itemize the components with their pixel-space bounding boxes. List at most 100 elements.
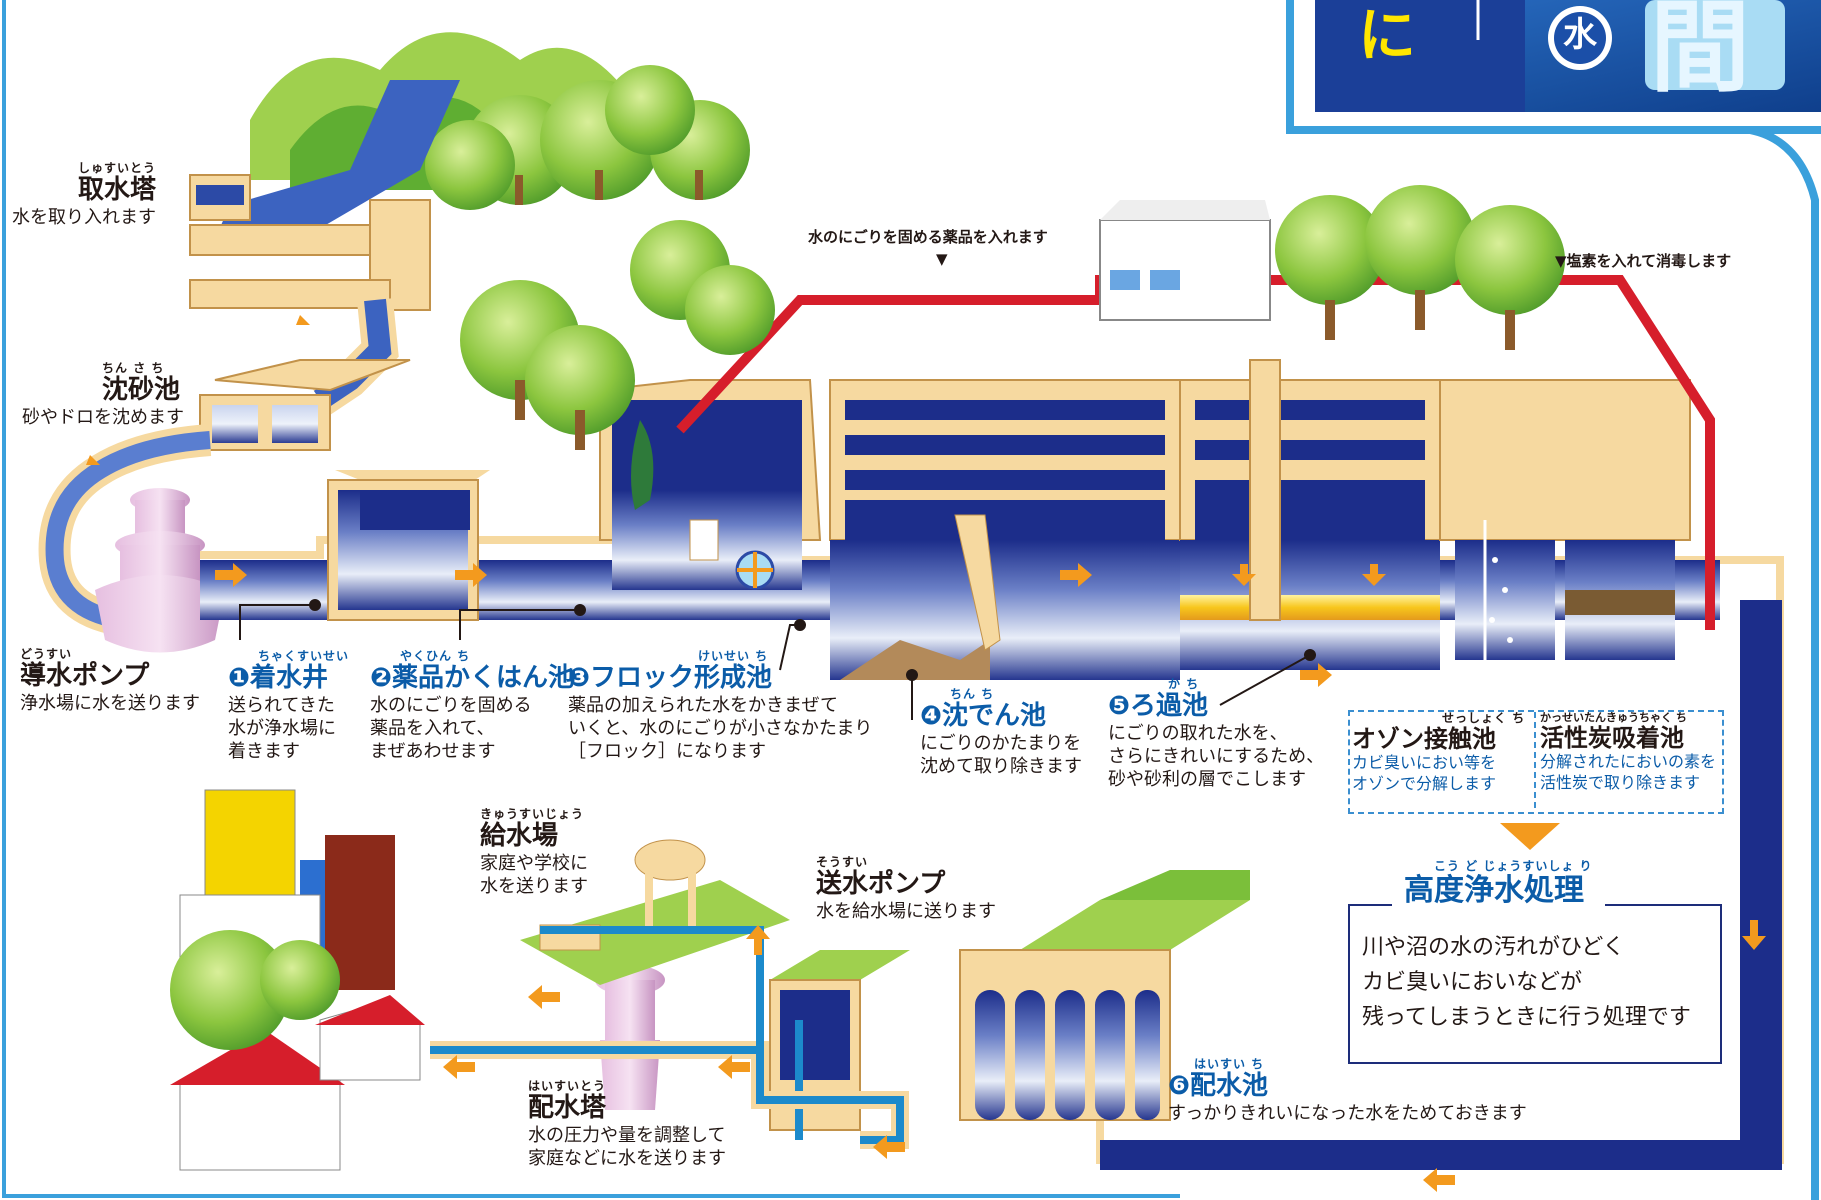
filtration-desc-3: 砂や砂利の層でこします — [1108, 769, 1306, 791]
grit-chamber-structure — [199, 359, 411, 451]
advanced-box-divider — [1534, 712, 1536, 808]
activated-carbon-desc-2: 活性炭で取り除きます — [1540, 773, 1701, 793]
activated-carbon-title: 活性炭吸着池 — [1540, 723, 1684, 752]
filtration-basin-structure — [1179, 359, 1441, 670]
intake-pump-ruby: どうすい — [20, 647, 73, 661]
plant-trees — [460, 185, 1565, 450]
distribution-reservoir-desc: すっかりきれいになった水をためておきます — [1168, 1102, 1527, 1124]
floc-basin-ruby: けいせい ち — [698, 649, 769, 663]
pointer-lines — [239, 599, 1316, 720]
floc-basin-desc-3: ［フロック］になります — [568, 741, 766, 763]
advanced-treatment-desc-2: カビ臭いにおいなどが — [1362, 970, 1583, 996]
floc-basin-label: けいせい ち ❸フロック形成池 薬品の加えられた水をかきまぜて いくと、水のにご… — [568, 649, 873, 764]
advanced-treatment-label: こう ど じょうすいしょ り 高度浄水処理 — [1392, 859, 1605, 909]
floc-basin-structure — [599, 379, 822, 590]
intake-pump-desc: 浄水場に水を送ります — [20, 692, 200, 714]
distribution-tower-title: 配水塔 — [528, 1092, 607, 1123]
chlorine-note: ▼塩素を入れて消毒します — [1555, 252, 1732, 270]
advanced-processes-box — [1348, 710, 1724, 814]
distribution-tower-desc-1: 水の圧力や量を調整して — [528, 1124, 726, 1146]
intake-tower-desc: 水を取り入れます — [12, 206, 156, 228]
distribution-reservoir-structure — [959, 870, 1250, 1121]
city-buildings — [170, 789, 425, 1171]
filtration-label: か ち ❺ろ過池 にごりの取れた水を、 さらにきれいにするため、 砂や砂利の層で… — [1108, 677, 1325, 792]
activated-carbon-label: かっせいたんきゅうちゃく ち 活性炭吸着池 分解されたにおいの素を 活性炭で取り… — [1540, 711, 1717, 794]
grit-chamber-label: ちん さ ち 沈砂池 砂やドロを沈めます — [22, 361, 184, 429]
coagulant-note-arrow: ▼ — [936, 250, 948, 268]
grit-chamber-desc: 砂やドロを沈めます — [22, 406, 184, 428]
floc-basin-desc-1: 薬品の加えられた水をかきまぜて — [568, 694, 838, 716]
activated-carbon-ruby: かっせいたんきゅうちゃく ち — [1540, 711, 1687, 724]
flow-arrows — [86, 315, 1766, 1192]
sedimentation-desc-1: にごりのかたまりを — [920, 732, 1082, 754]
ozone-title: オゾン接触池 — [1352, 724, 1496, 753]
sedimentation-ruby: ちん ち — [950, 687, 995, 701]
header-char-right: 間 — [1650, 0, 1750, 106]
advanced-treatment-desc-1: 川や沼の水の汚れがひどく — [1362, 935, 1625, 960]
filtration-title: ❺ろ過池 — [1108, 690, 1209, 721]
filtration-ruby: か ち — [1168, 677, 1200, 691]
advanced-treatment-desc-3: 残ってしまうときに行う処理です — [1362, 1005, 1691, 1031]
grit-chamber-ruby: ちん さ ち — [102, 361, 165, 375]
distribution-reservoir-label: はいすい ち ❻配水池 すっかりきれいになった水をためておきます — [1168, 1057, 1527, 1125]
supply-station-desc-2: 水を送ります — [480, 876, 588, 898]
distribution-reservoir-title: ❻配水池 — [1168, 1070, 1269, 1101]
advanced-treatment-ruby: こう ど じょうすいしょ り — [1434, 859, 1593, 873]
header-panel — [1315, 0, 1821, 112]
intake-tower-title: 取水塔 — [78, 174, 157, 205]
ozone-ruby: せっしょく ち — [1442, 711, 1526, 725]
supply-station-ruby: きゅうすいじょう — [480, 807, 585, 821]
filtration-desc-2: さらにきれいにするため、 — [1108, 746, 1325, 768]
receiving-well-desc-1: 送られてきた — [228, 694, 335, 716]
mixing-basin-desc-2: 薬品を入れて、 — [370, 718, 495, 740]
transmission-pump-label: そうすい 送水ポンプ 水を給水場に送ります — [816, 855, 996, 923]
control-building — [1099, 200, 1271, 321]
ozone-label: せっしょく ち オゾン接触池 カビ臭いにおい等を オゾンで分解します — [1352, 711, 1526, 795]
header-char-left: に — [1358, 1, 1417, 69]
intake-hills — [250, 32, 750, 210]
supply-station-title: 給水場 — [480, 820, 559, 851]
intake-pump-label: どうすい 導水ポンプ 浄水場に水を送ります — [20, 647, 200, 715]
header-char-circle: 水 — [1563, 15, 1597, 55]
mixing-basin-label: やくひん ち ❷薬品かくはん池 水のにごりを固める 薬品を入れて、 まぜあわせま… — [370, 649, 575, 764]
receiving-well-label: ちゃくすいせい ❶着水井 送られてきた 水が浄水場に 着きます — [228, 649, 349, 764]
supply-station-desc-1: 家庭や学校に — [480, 852, 588, 874]
mixing-basin-title: ❷薬品かくはん池 — [370, 662, 575, 693]
distribution-tower-ruby: はいすいとう — [528, 1079, 607, 1093]
grit-chamber-title: 沈砂池 — [102, 374, 181, 405]
intake-tower-label: しゅすいとう 取水塔 水を取り入れます — [12, 161, 157, 229]
supply-station-label: きゅうすいじょう 給水場 家庭や学校に 水を送ります — [480, 807, 588, 898]
mixing-basin-ruby: やくひん ち — [400, 649, 471, 663]
distribution-reservoir-ruby: はいすい ち — [1194, 1057, 1265, 1071]
distribution-tower-label: はいすいとう 配水塔 水の圧力や量を調整して 家庭などに水を送ります — [528, 1079, 726, 1170]
sedimentation-label: ちん ち ❹沈でん池 にごりのかたまりを 沈めて取り除きます — [920, 687, 1082, 778]
ozone-desc-2: オゾンで分解します — [1352, 774, 1497, 794]
receiving-well-structure — [327, 470, 490, 621]
mixing-basin-desc-3: まぜあわせます — [370, 741, 496, 763]
transmission-pump-ruby: そうすい — [816, 855, 869, 869]
intake-tower-ruby: しゅすいとう — [78, 161, 157, 175]
sedimentation-basin-structure — [829, 379, 1181, 680]
intake-pump-title: 導水ポンプ — [20, 660, 150, 691]
advanced-treatment-desc: 川や沼の水の汚れがひどく カビ臭いにおいなどが 残ってしまうときに行う処理です — [1362, 930, 1691, 1036]
advanced-treatment-title: 高度浄水処理 — [1404, 872, 1584, 908]
transmission-pump-title: 送水ポンプ — [816, 868, 946, 899]
floc-basin-desc-2: いくと、水のにごりが小さなかたまり — [568, 718, 873, 740]
activated-carbon-desc-1: 分解されたにおいの素を — [1540, 752, 1717, 772]
intake-pump-structure — [95, 488, 225, 653]
ozone-desc-1: カビ臭いにおい等を — [1352, 753, 1497, 773]
distribution-tower-desc-2: 家庭などに水を送ります — [528, 1148, 726, 1170]
transmission-pump-desc: 水を給水場に送ります — [816, 900, 996, 922]
advanced-arrow — [1500, 823, 1560, 850]
receiving-well-desc-2: 水が浄水場に — [228, 718, 336, 740]
filtration-desc-1: にごりの取れた水を、 — [1108, 722, 1288, 744]
advanced-basins-structure — [1439, 379, 1691, 660]
coagulant-note: 水のにごりを固める薬品を入れます — [808, 228, 1048, 246]
intake-river — [210, 80, 460, 250]
receiving-well-title: ❶着水井 — [228, 662, 329, 693]
advanced-treatment-box — [1348, 904, 1722, 1064]
sedimentation-desc-2: 沈めて取り除きます — [920, 756, 1082, 778]
